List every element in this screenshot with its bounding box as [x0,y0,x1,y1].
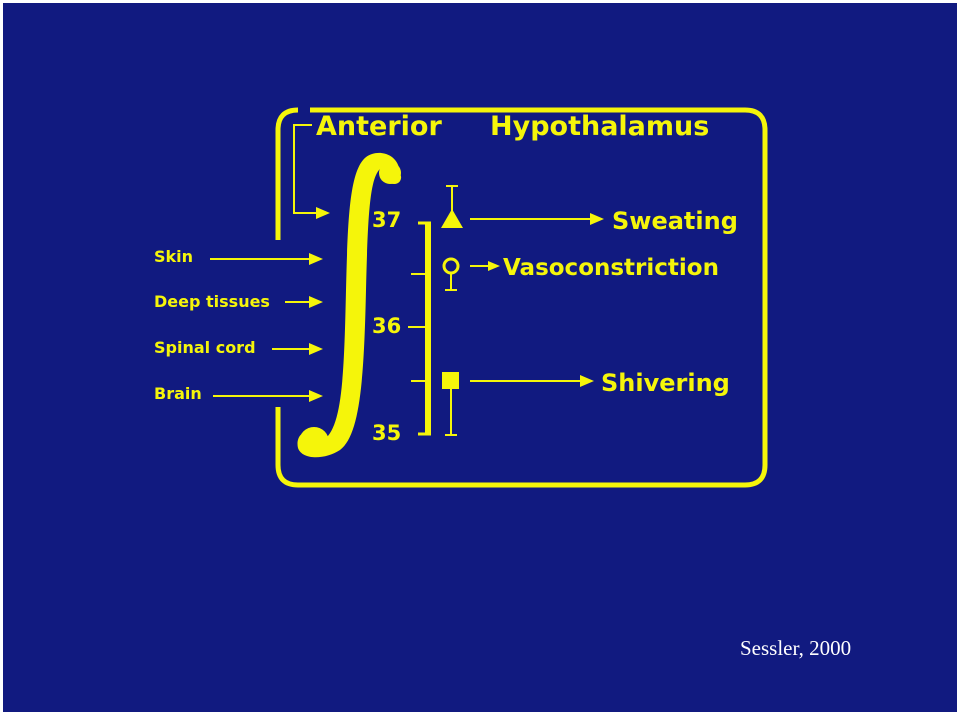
title-anterior: Anterior [316,111,442,142]
response-sweating: Sweating [612,207,738,235]
response-vasoconstriction: Vasoconstriction [503,255,719,281]
shivering-square-icon [442,372,459,389]
scale-tick-36: 36 [372,314,401,338]
brain-arrowhead [309,390,323,402]
input-deep-tissues: Deep tissues [154,292,270,311]
title-arrowhead [316,207,330,219]
sweating-arrowhead [590,213,604,225]
thermoregulation-diagram: Anterior Hypothalamus Skin Deep tissues … [154,107,768,488]
sweating-triangle-icon [441,209,463,228]
vasoconstriction-arrowhead [488,261,500,271]
input-brain: Brain [154,384,202,403]
spinal-cord-arrowhead [309,343,323,355]
title-hypothalamus: Hypothalamus [490,111,709,142]
skin-arrowhead [309,253,323,265]
hypothalamus-frame [275,107,768,488]
input-skin: Skin [154,247,193,266]
shivering-arrowhead [580,375,594,387]
scale-tick-37: 37 [372,208,401,232]
deep-tissues-arrowhead [309,296,323,308]
integral-top-knob [379,162,401,184]
frame-left-upper [275,107,299,240]
citation: Sessler, 2000 [740,636,852,660]
scale-tick-35: 35 [372,421,401,445]
input-spinal-cord: Spinal cord [154,338,256,357]
title-arrow [293,124,318,214]
slide: Anterior Hypothalamus Skin Deep tissues … [3,3,957,712]
integral-sign-icon [297,152,402,458]
response-shivering: Shivering [601,369,730,397]
integral-bottom-knob [299,427,329,457]
vasoconstriction-circle-icon [442,257,460,275]
